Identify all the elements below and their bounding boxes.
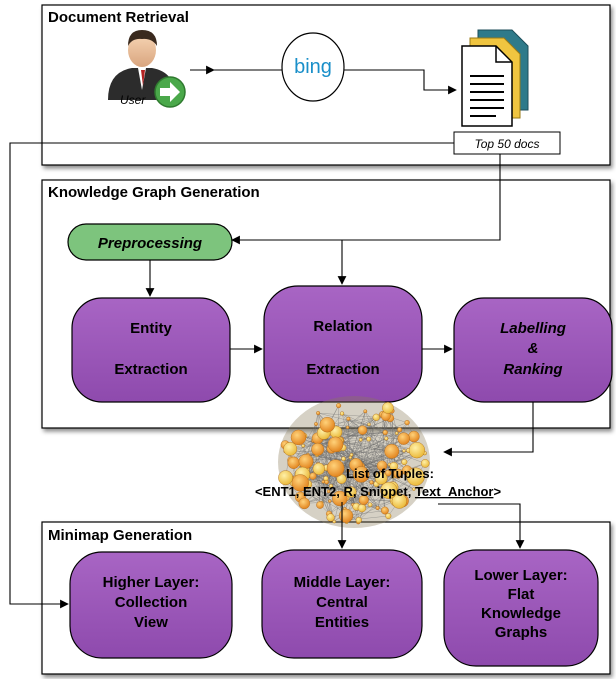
- documents-icon: [461, 29, 529, 127]
- top-docs-label: Top 50 docs: [475, 137, 540, 151]
- edge-docs-to-higher-layer: [9, 142, 454, 609]
- lower-layer-node: Lower Layer: Flat Knowledge Graphs: [443, 549, 599, 667]
- higher-line2: Collection: [115, 594, 188, 611]
- tuple-list-label: List of Tuples: <ENT1, ENT2, R, Snippet,…: [255, 466, 502, 499]
- section-title-retrieval: Document Retrieval: [48, 9, 189, 26]
- labelling-line1: Labelling: [500, 320, 566, 337]
- knowledge-graph-cluster-image: [278, 396, 430, 528]
- entity-line2: Extraction: [114, 361, 187, 378]
- middle-line3: Entities: [315, 614, 369, 631]
- lower-line2: Flat: [508, 586, 535, 603]
- relation-extraction-node: Relation Extraction: [263, 285, 423, 403]
- preprocessing-label: Preprocessing: [98, 235, 202, 252]
- higher-line3: View: [134, 614, 168, 631]
- top-docs-label-box: Top 50 docs: [453, 131, 561, 155]
- tuple-title: List of Tuples:: [346, 466, 434, 481]
- user-label: User: [120, 93, 146, 107]
- labelling-line3: Ranking: [503, 361, 562, 378]
- tuple-anchor: Text_Anchor: [415, 484, 494, 499]
- relation-line2: Extraction: [306, 361, 379, 378]
- edge-labelling-to-tuples: [443, 402, 534, 457]
- higher-line1: Higher Layer:: [103, 574, 200, 591]
- bing-text: bing: [294, 56, 332, 78]
- labelling-ranking-node: Labelling & Ranking: [453, 297, 613, 403]
- middle-line1: Middle Layer:: [294, 574, 391, 591]
- middle-layer-node: Middle Layer: Central Entities: [261, 549, 423, 659]
- edge-bing-to-docs: [344, 69, 457, 95]
- edge-docs-to-preprocessing: [231, 154, 501, 245]
- section-title-kg: Knowledge Graph Generation: [48, 184, 260, 201]
- bing-logo: bing: [281, 32, 345, 102]
- entity-line1: Entity: [130, 320, 172, 337]
- higher-layer-node: Higher Layer: Collection View: [69, 551, 233, 659]
- relation-line1: Relation: [313, 318, 372, 335]
- tuple-suffix: >: [493, 484, 501, 499]
- tuple-prefix: <ENT1, ENT2, R, Snippet,: [255, 484, 415, 499]
- lower-line4: Graphs: [495, 624, 548, 641]
- user-icon: [108, 30, 186, 108]
- lower-line1: Lower Layer:: [474, 567, 567, 584]
- lower-line3: Knowledge: [481, 605, 561, 622]
- entity-extraction-node: Entity Extraction: [71, 297, 231, 403]
- section-title-minimap: Minimap Generation: [48, 527, 192, 544]
- labelling-line2: &: [528, 340, 539, 357]
- edge-anchor-to-lower-layer: [438, 503, 525, 549]
- middle-line2: Central: [316, 594, 368, 611]
- preprocessing-node: Preprocessing: [67, 223, 233, 261]
- tuple-definition: <ENT1, ENT2, R, Snippet, Text_Anchor>: [255, 484, 502, 499]
